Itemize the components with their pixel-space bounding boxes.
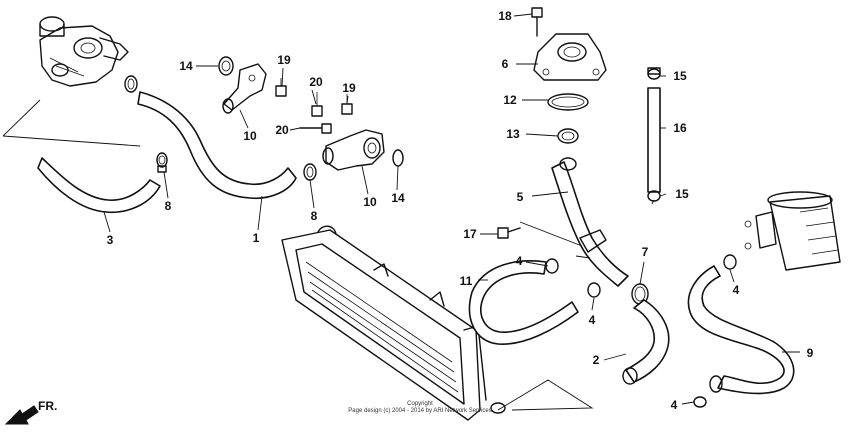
callout-4b: 4 <box>589 313 596 327</box>
callout-15b: 15 <box>675 187 689 201</box>
callout-12: 12 <box>503 93 517 107</box>
hose-clamp-8b <box>303 163 317 181</box>
water-hose-1 <box>137 91 297 200</box>
hose-clamp-8 <box>156 152 168 173</box>
bolt-18 <box>531 7 543 37</box>
copyright-line-1: Copyright <box>407 401 433 407</box>
callout-9: 9 <box>807 346 814 360</box>
callout-8a: 8 <box>165 199 172 213</box>
water-joint-10b <box>322 129 404 171</box>
callout-4a: 4 <box>516 254 523 268</box>
clamp-15a <box>647 67 661 80</box>
o-ring-12 <box>547 93 589 111</box>
callout-6: 6 <box>502 57 509 71</box>
bolt-17 <box>497 227 521 239</box>
clamp-4c <box>723 254 737 270</box>
water-pipe-5 <box>551 161 629 287</box>
leader-lines <box>103 13 800 405</box>
oil-cooler <box>744 191 841 271</box>
callout-17: 17 <box>463 227 477 241</box>
callout-18: 18 <box>498 9 512 23</box>
thermostat-cover-6 <box>533 33 607 81</box>
callout-1: 1 <box>253 231 260 245</box>
clamp-4d <box>693 396 707 408</box>
callout-2: 2 <box>593 353 600 367</box>
copyright-notice: Copyright Page design (c) 2004 - 2014 by… <box>320 401 520 415</box>
clamp-15b <box>647 190 661 205</box>
callout-3: 3 <box>107 233 114 247</box>
water-hose-3 <box>37 157 161 214</box>
callout-14b: 14 <box>391 191 405 205</box>
callout-labels: 1 2 3 4 4 4 4 5 6 7 8 8 9 10 10 11 12 13… <box>107 9 814 412</box>
front-direction-arrow: FR. <box>4 399 57 425</box>
copyright-line-2: Page design (c) 2004 - 2014 by ARI Netwo… <box>348 408 492 414</box>
bypass-hose-16 <box>647 87 661 193</box>
callout-10b: 10 <box>363 195 377 209</box>
water-hose-11 <box>468 260 579 345</box>
water-hose-2 <box>625 299 670 383</box>
water-hose-9 <box>687 265 795 395</box>
hose-clamp <box>124 75 138 93</box>
callout-4c: 4 <box>733 283 740 297</box>
bolt-20 <box>299 92 332 134</box>
callout-20b: 20 <box>275 123 289 137</box>
callout-7: 7 <box>642 245 649 259</box>
callout-13: 13 <box>506 127 520 141</box>
callout-19b: 19 <box>342 81 356 95</box>
callout-11: 11 <box>460 274 473 288</box>
fr-label: FR. <box>38 399 57 413</box>
callout-16: 16 <box>673 121 687 135</box>
callout-19a: 19 <box>277 53 291 67</box>
callout-4d: 4 <box>671 398 678 412</box>
callout-5: 5 <box>517 190 524 204</box>
callout-10a: 10 <box>243 129 257 143</box>
callout-8b: 8 <box>311 209 318 223</box>
o-ring-13 <box>557 128 579 144</box>
callout-14a: 14 <box>179 59 193 73</box>
thermostat-housing <box>39 16 129 87</box>
callout-20a: 20 <box>309 75 323 89</box>
callout-15a: 15 <box>673 69 687 83</box>
water-joint-10 <box>218 56 267 114</box>
clamp-4b <box>587 282 601 298</box>
bolt-19 <box>275 78 287 97</box>
